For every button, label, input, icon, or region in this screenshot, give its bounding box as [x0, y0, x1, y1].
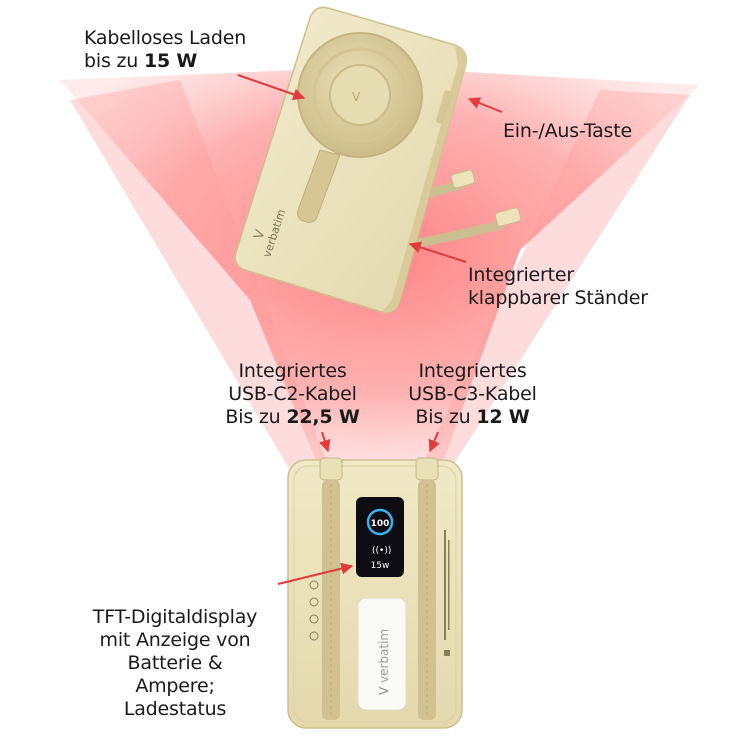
svg-text:V: V	[352, 90, 361, 104]
magnetic-stem	[297, 149, 341, 223]
arrow-cable-c2	[319, 431, 331, 453]
callout-wireless-line2: bis zu 15 W	[84, 50, 198, 72]
callout-display-line3: Batterie &	[127, 652, 223, 674]
callout-cable-c2-line1: Integriertes	[238, 360, 347, 382]
callout-power-button: Ein-/Aus-Taste	[503, 120, 632, 143]
callout-stand-line2: klappbarer Ständer	[468, 287, 648, 309]
svg-text:V: V	[377, 686, 391, 695]
cable-c2-plug	[494, 207, 522, 227]
callout-cable-c3-line2: USB-C3-Kabel	[408, 383, 537, 405]
callout-cable-c3-line1: Integriertes	[418, 360, 527, 382]
certification-marks-left	[309, 580, 319, 641]
connector-c2-top	[319, 457, 343, 481]
callout-arrows	[237, 74, 503, 585]
arrow-stand	[408, 241, 467, 263]
callout-display-line1: TFT-Digitaldisplay	[92, 606, 258, 628]
callout-wireless: Kabelloses Laden bis zu 15 W	[84, 27, 246, 73]
callout-stand: Integrierter klappbarer Ständer	[468, 264, 648, 310]
callout-power-button-text: Ein-/Aus-Taste	[503, 120, 632, 142]
power-button	[436, 90, 452, 124]
callout-display-line5: Ladestatus	[123, 698, 227, 720]
callout-stand-line1: Integrierter	[468, 264, 574, 286]
brand-strip	[357, 597, 407, 711]
display-percent: 100	[371, 519, 390, 529]
callout-display: TFT-Digitaldisplay mit Anzeige von Batte…	[68, 606, 282, 721]
certification-marks-right	[444, 530, 450, 656]
arrow-display	[277, 562, 354, 585]
callout-cable-c2: Integriertes USB-C2-Kabel Bis zu 22,5 W	[210, 360, 375, 429]
callout-cable-c3-line3: Bis zu 12 W	[415, 406, 530, 428]
svg-text:((•)): ((•))	[372, 546, 391, 556]
powerbank-top-view: V V verbatim	[234, 6, 522, 314]
callout-cable-c2-line3: Bis zu 22,5 W	[225, 406, 360, 428]
connector-c3-top	[415, 457, 439, 481]
brand-logo-front: verbatim	[377, 629, 391, 683]
cable-c3-plug	[450, 169, 476, 189]
arrow-power-button	[467, 97, 503, 113]
arrow-cable-c3	[428, 431, 440, 453]
display-watts: 15w	[371, 561, 390, 571]
callout-wireless-line1: Kabelloses Laden	[84, 27, 247, 49]
callout-display-line2: mit Anzeige von	[99, 629, 251, 651]
callout-display-line4: Ampere;	[135, 675, 215, 697]
callout-cable-c2-line2: USB-C2-Kabel	[228, 383, 357, 405]
arrow-wireless	[237, 74, 306, 101]
powerbank-front-view: 100 ((•)) 15w V verbatim	[287, 457, 463, 729]
callout-cable-c3: Integriertes USB-C3-Kabel Bis zu 12 W	[390, 360, 555, 429]
